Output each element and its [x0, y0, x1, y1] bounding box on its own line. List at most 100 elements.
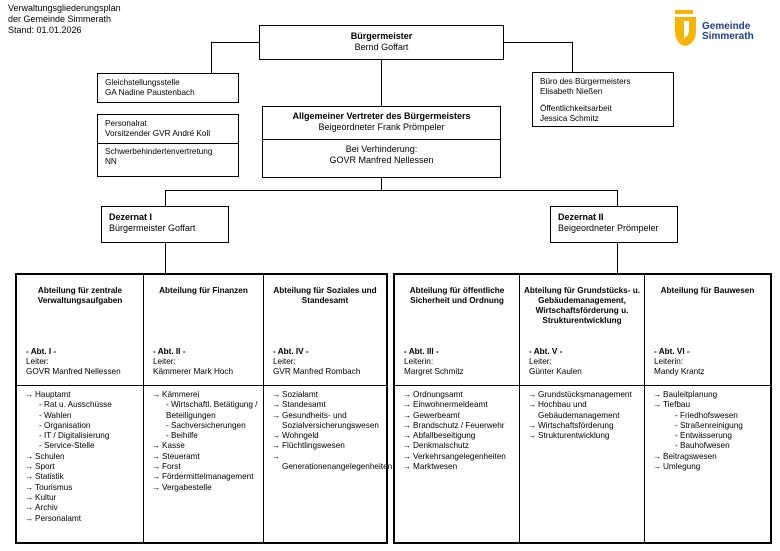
pr-label: Öffentlichkeitsarbeit [540, 103, 612, 113]
list-item: →Statistik [25, 472, 139, 482]
arrow-right-icon: → [403, 431, 412, 441]
connector [165, 190, 617, 191]
department-number: - Abt. IV - [273, 347, 309, 356]
deputy-alt-label: Bei Verhinderung: [345, 144, 418, 154]
list-item-label: Schulen [35, 451, 65, 461]
connector [617, 242, 618, 274]
list-item: →Gewerbeamt [403, 411, 515, 421]
list-item-label: Hauptamt [35, 390, 71, 399]
list-item-label: Wirtschaftsförderung [538, 420, 614, 430]
list-item-label: Umlegung [663, 462, 701, 472]
department-title: Abteilung für Soziales und Standesamt [273, 286, 377, 305]
list-item: →Denkmalschutz [403, 441, 515, 451]
deputy-role: Allgemeiner Vertreter des Bürgermeisters [292, 111, 471, 121]
list-item: →Forst [152, 462, 259, 472]
arrow-right-icon: → [25, 503, 34, 513]
department-info: - Abt. IV - Leiter: GVR Manfred Rombach [273, 347, 360, 377]
list-item: →Flüchtlingswesen [272, 441, 382, 451]
arrow-right-icon: → [272, 451, 281, 461]
list-item: - Service-Stelle [25, 441, 139, 451]
list-item-label: Kämmerei [162, 390, 200, 399]
list-item: →Bauleitplanung [653, 390, 766, 400]
leader-name: GOVR Manfred Nellessen [26, 367, 121, 376]
list-item-label: Tiefbau [663, 400, 691, 410]
list-item: - Friedhofswesen [653, 411, 766, 421]
task-list: →Grundstücksmanagement→Hochbau und Gebäu… [528, 390, 640, 441]
connector [381, 177, 382, 191]
deputy-box: Allgemeiner Vertreter des Bürgermeisters… [262, 106, 501, 178]
department-info: - Abt. VI - Leiterin: Mandy Krantz [654, 347, 705, 377]
department-number: - Abt. I - [26, 347, 57, 356]
list-item-label: - Rat u. Ausschüsse [39, 400, 112, 410]
list-item-label: Bauleitplanung [663, 390, 718, 399]
list-item-label: - Wahlen [39, 410, 72, 420]
arrow-right-icon: → [403, 400, 412, 410]
list-item: - Bauhofwesen [653, 441, 766, 451]
list-item: →Wirtschaftsförderung [528, 421, 640, 431]
leader-name: Mandy Krantz [654, 367, 705, 376]
list-item: →Abfallbeseitigung [403, 431, 515, 441]
list-item-label: Generationenangelegenheiten [282, 462, 393, 472]
arrow-right-icon: → [528, 420, 537, 430]
arrow-right-icon: → [528, 431, 537, 441]
page-title: Verwaltungsgliederungsplan [8, 3, 121, 13]
arrow-right-icon: → [152, 441, 161, 451]
arrow-right-icon: → [653, 390, 662, 399]
arrow-right-icon: → [25, 462, 34, 472]
list-item: →Einwohnermeldeamt [403, 400, 515, 410]
arrow-right-icon: → [25, 513, 34, 523]
list-item-label: - Service-Stelle [39, 441, 95, 451]
disability-rep-name: NN [105, 157, 117, 167]
list-item: - Beihilfe [152, 431, 259, 441]
list-item: →Ordnungsamt [403, 390, 515, 400]
list-item-label: Einwohnermeldeamt [413, 400, 488, 410]
list-item-label: - Bauhofwesen [675, 441, 730, 451]
staff-council-box: Personalrat Vorsitzender GVR André Koll … [97, 114, 239, 177]
list-item-label: Personalamt [35, 513, 81, 523]
list-item: →Sozialamt [272, 390, 382, 400]
connector [165, 242, 166, 274]
deputy-alt-name: GOVR Manfred Nellessen [329, 155, 434, 165]
department-number: - Abt. VI - [654, 347, 690, 356]
list-item-label: Hochbau und Gebäudemanagement [538, 400, 620, 420]
dezernat-2-box: Dezernat II Beigeordneter Prömpeler [550, 206, 678, 243]
connector [211, 42, 212, 73]
arrow-right-icon: → [152, 462, 161, 472]
equality-office-box: Gleichstellungsstelle GA Nadine Paustenb… [97, 73, 239, 103]
list-item-label: Denkmalschutz [413, 441, 469, 451]
list-item: - IT / Digitalisierung [25, 431, 139, 441]
arrow-right-icon: → [272, 400, 281, 410]
logo-text-line2: Simmerath [702, 31, 754, 42]
arrow-right-icon: → [528, 400, 537, 410]
leader-label: Leiterin: [404, 357, 434, 366]
mayor-office-name: Elisabeth Nießen [540, 87, 603, 97]
department-column: Abteilung für zentrale Verwaltungsaufgab… [17, 275, 143, 542]
list-item-label: - Wirtschaftl. Betätigung / Beteiligunge… [166, 400, 258, 420]
list-item-label: Wohngeld [282, 431, 319, 441]
list-item: - Wahlen [25, 411, 139, 421]
list-item-label: Gewerbeamt [413, 410, 460, 420]
leader-label: Leiter: [273, 357, 296, 366]
list-item-label: Archiv [35, 503, 58, 513]
department-column: Abteilung für Finanzen - Abt. II - Leite… [143, 275, 263, 542]
list-item: →Gesundheits- und Sozialversicherungswes… [272, 411, 382, 432]
task-list: →Hauptamt- Rat u. Ausschüsse- Wahlen- Or… [25, 390, 139, 524]
list-item-label: Flüchtlingswesen [282, 441, 345, 451]
logo: Gemeinde Simmerath [674, 8, 774, 52]
list-item-label: Sport [35, 462, 55, 472]
list-item: →Steueramt [152, 452, 259, 462]
arrow-right-icon: → [152, 472, 161, 482]
arrow-right-icon: → [403, 441, 412, 451]
department-column: Abteilung für Grundstücks- u. Gebäudeman… [519, 275, 644, 542]
equality-office-name: GA Nadine Paustenbach [105, 88, 195, 98]
task-list: → Kämmerei- Wirtschaftl. Betätigung / Bet… [152, 390, 259, 493]
leader-label: Leiter: [153, 357, 176, 366]
list-item-label: Gesundheits- und Sozialversicherungswese… [282, 410, 379, 430]
leader-label: Leiter: [529, 357, 552, 366]
department-title: Abteilung für öffentliche Sicherheit und… [409, 286, 505, 305]
list-item-label: - Friedhofswesen [675, 410, 738, 420]
list-item: →Hochbau und Gebäudemanagement [528, 400, 640, 421]
list-item-label: Fördermittelmanagement [162, 472, 254, 482]
department-title: Abteilung für Bauwesen [660, 286, 755, 295]
list-item: - Entwässerung [653, 431, 766, 441]
